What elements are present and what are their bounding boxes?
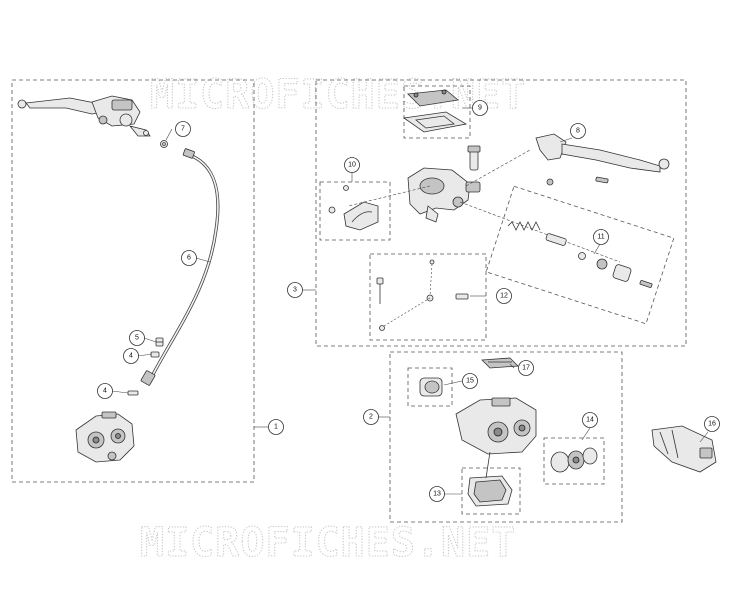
callout-7: 7 <box>175 121 191 137</box>
callout-4-lower: 4 <box>97 383 113 399</box>
part-13-brake-pads <box>467 451 513 507</box>
svg-text:14: 14 <box>586 417 594 424</box>
part-10-clamp <box>328 185 379 231</box>
svg-text:16: 16 <box>708 421 716 428</box>
svg-text:9: 9 <box>478 105 482 112</box>
callout-10: 10 <box>344 157 360 173</box>
right-master-cylinder-body <box>407 167 481 223</box>
svg-text:7: 7 <box>181 126 185 133</box>
svg-text:8: 8 <box>576 128 580 135</box>
svg-text:13: 13 <box>433 491 441 498</box>
callout-16: 16 <box>704 416 720 432</box>
callout-3: 3 <box>287 282 303 298</box>
callout-13: 13 <box>429 486 445 502</box>
svg-text:6: 6 <box>187 255 191 262</box>
group-box-assembly-2 <box>389 351 623 523</box>
part-7-washer <box>160 140 168 148</box>
svg-text:17: 17 <box>522 365 530 372</box>
callout-4-upper: 4 <box>123 348 139 364</box>
part-12-screws <box>376 259 469 331</box>
group-box-part-12 <box>369 253 487 341</box>
svg-text:1: 1 <box>274 424 278 431</box>
part-5-fitting <box>155 337 164 347</box>
group-box-part-10 <box>319 181 391 241</box>
svg-text:15: 15 <box>466 378 474 385</box>
group-box-assembly-1 <box>11 79 255 483</box>
part-16-grip <box>651 425 717 473</box>
svg-text:2: 2 <box>369 414 373 421</box>
part-8-brake-lever <box>535 133 670 186</box>
callout-14: 14 <box>582 412 598 428</box>
part-11-piston-kit <box>507 221 653 288</box>
leader-lines <box>111 107 709 495</box>
callout-5: 5 <box>129 330 145 346</box>
callout-8: 8 <box>570 123 586 139</box>
group-box-part-14 <box>543 437 605 485</box>
callout-1: 1 <box>268 419 284 435</box>
group-box-assembly-3 <box>315 79 687 347</box>
part-17-pad-spring <box>481 357 519 369</box>
svg-text:10: 10 <box>348 162 356 169</box>
svg-text:12: 12 <box>500 293 508 300</box>
callout-12: 12 <box>496 288 512 304</box>
group-box-part-9 <box>403 85 471 139</box>
part-6-brake-hose <box>140 148 220 386</box>
left-master-cylinder-lever <box>17 95 151 137</box>
watermark-bottom: MICROFICHES.NET <box>140 520 516 566</box>
callout-15: 15 <box>462 373 478 389</box>
callout-6: 6 <box>181 250 197 266</box>
svg-text:4: 4 <box>129 353 133 360</box>
part-15-piston <box>419 377 443 397</box>
right-brake-caliper <box>455 397 537 455</box>
group-box-part-13 <box>461 467 521 515</box>
reservoir-screw <box>467 145 481 171</box>
part-4-upper-fitting <box>150 351 160 358</box>
part-4-lower-fitting <box>127 390 139 396</box>
callout-9: 9 <box>472 100 488 116</box>
svg-text:11: 11 <box>597 234 604 241</box>
group-box-part-15 <box>407 367 453 407</box>
callout-2: 2 <box>363 409 379 425</box>
part-14-pistons <box>550 447 598 473</box>
callout-17: 17 <box>518 360 534 376</box>
svg-text:4: 4 <box>103 388 107 395</box>
part-9-reservoir-cover <box>402 89 468 133</box>
watermark-top: MICROFICHES.NET <box>150 72 526 118</box>
svg-text:5: 5 <box>135 335 139 342</box>
svg-text:3: 3 <box>293 287 297 294</box>
left-brake-caliper <box>75 411 135 463</box>
group-box-part-11 <box>485 185 675 325</box>
callout-11: 11 <box>593 229 609 245</box>
